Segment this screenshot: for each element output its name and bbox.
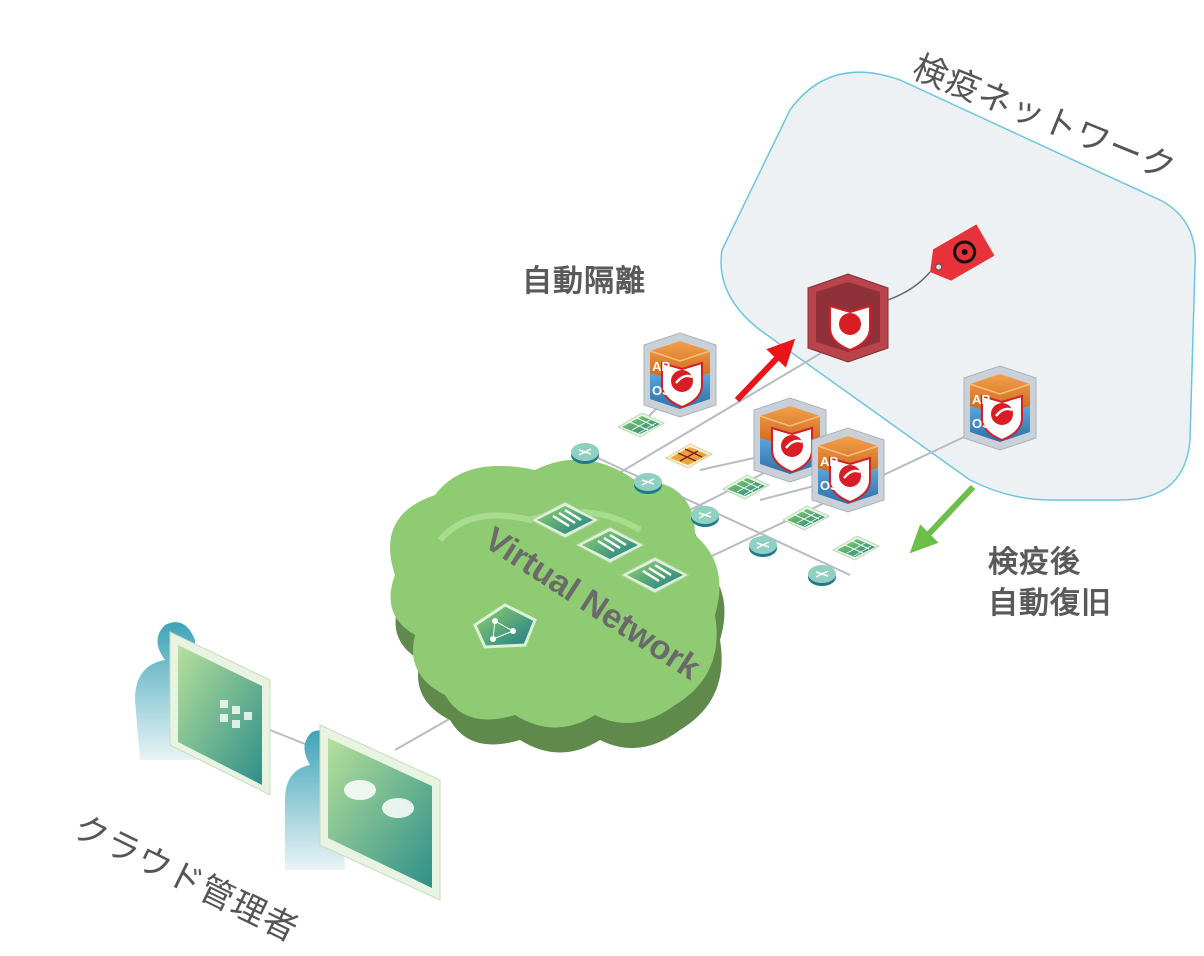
virtual-network-cloud	[390, 459, 725, 753]
svg-text:OS: OS	[652, 383, 671, 398]
svg-text:AP: AP	[652, 359, 670, 374]
router-icon	[633, 472, 663, 495]
switch-icon	[722, 474, 770, 500]
vm-protected: AP OS	[810, 426, 886, 514]
switch-icon	[617, 412, 665, 438]
router-icon	[807, 564, 837, 587]
switch-icon	[782, 505, 830, 531]
quarantine-network-area	[720, 71, 1196, 501]
svg-text:AP: AP	[820, 454, 838, 469]
vm-restored: AP OS	[962, 364, 1038, 452]
vm-protected: AP OS	[642, 331, 718, 419]
router-icon	[690, 505, 720, 528]
infected-switch-icon	[664, 443, 714, 469]
virtual-router-icon	[473, 603, 537, 649]
switch-icon	[832, 535, 880, 561]
vm-infected-quarantined	[807, 273, 889, 363]
after-quarantine-label: 検疫後	[988, 545, 1081, 580]
svg-text:AP: AP	[972, 392, 990, 407]
auto-isolation-label: 自動隔離	[522, 264, 646, 299]
svg-text:OS: OS	[820, 478, 839, 493]
isolation-arrow	[734, 338, 796, 403]
router-icon	[748, 535, 778, 558]
router-icon	[570, 442, 600, 465]
admin-workstation-2	[285, 724, 441, 901]
biohazard-tag-icon	[930, 224, 995, 281]
restore-arrow	[909, 484, 976, 554]
auto-restore-label: 自動復旧	[988, 586, 1112, 621]
svg-text:OS: OS	[972, 416, 991, 431]
admin-workstation-1	[135, 622, 271, 796]
tag-string	[887, 271, 931, 301]
